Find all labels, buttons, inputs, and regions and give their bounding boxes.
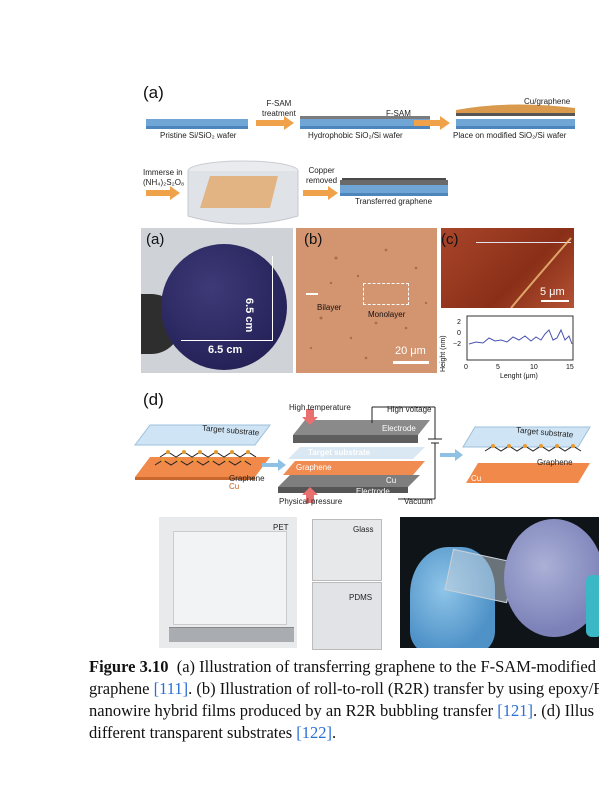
- graphene-left: Graphene: [229, 474, 265, 483]
- copper-removed-line2: removed: [306, 176, 338, 185]
- panel-b-c-letter: (c): [441, 231, 459, 248]
- step3-top-label: Cu/graphene: [524, 97, 571, 106]
- caption-line3-b: . (d) Illus: [533, 701, 594, 720]
- electrode-top: Electrode: [382, 424, 416, 433]
- transferred-graphene-label: Transferred graphene: [355, 197, 433, 206]
- caption-line3-a: nanowire hybrid films produced by an R2R…: [89, 701, 498, 720]
- reference-link-111[interactable]: [111]: [153, 679, 189, 698]
- target-substrate-mid: Target substrate: [308, 448, 371, 457]
- panel-d-letter: (d): [143, 390, 164, 409]
- scale-bar-c: [541, 300, 569, 302]
- ruler: [169, 627, 294, 642]
- plot-xlabel: Lenght (μm): [500, 373, 538, 380]
- monolayer-label: Monolayer: [368, 310, 406, 319]
- high-voltage: High voltage: [387, 405, 432, 414]
- caption-line1: Figure 3.10 (a) Illustration of transfer…: [89, 656, 599, 678]
- plot-xtick-15: 15: [566, 364, 574, 371]
- immerse-line2: (NH₄)₂S₂O₈: [143, 178, 185, 187]
- step3-label: Place on modified SiO₂/Si wafer: [453, 131, 567, 140]
- plot-ytick-neg2: −2: [453, 341, 461, 348]
- step1-label: Pristine Si/SiO₂ wafer: [160, 131, 237, 140]
- pdms-label: PDMS: [349, 593, 373, 602]
- scale-label-c: 5 μm: [540, 286, 565, 298]
- dim-line-vertical: [272, 256, 273, 340]
- dim-label-horizontal: 6.5 cm: [208, 344, 243, 356]
- immerse-label: Immerse in (NH₄)₂S₂O₈: [143, 168, 184, 188]
- afm-edge: [510, 237, 572, 308]
- coated-wafer: [504, 519, 599, 637]
- pet-label: PET: [273, 523, 289, 532]
- panel-a-letter: (a): [143, 83, 164, 102]
- physical-pressure: Physical pressure: [279, 497, 343, 506]
- afm-scan-line: [476, 242, 571, 243]
- caption-line4: different transparent substrates [122].: [89, 722, 599, 744]
- caption-line2-a: graphene: [89, 679, 154, 698]
- caption-line1-text: (a) Illustration of transferring graphen…: [176, 657, 596, 676]
- height-profile-line: [468, 328, 573, 345]
- cu-mid: Cu: [386, 476, 397, 485]
- glove-photo: [400, 517, 599, 648]
- vacuum: Vacuum: [404, 497, 433, 506]
- wafer-disc: [161, 244, 287, 370]
- pdms-photo: PDMS: [312, 582, 382, 650]
- caption-line4-a: different transparent substrates: [89, 723, 297, 742]
- cu-left: Cu: [229, 482, 240, 491]
- plot-xtick-10: 10: [530, 364, 538, 371]
- electrode-bottom: Electrode: [356, 487, 390, 496]
- plot-ytick-2: 2: [457, 319, 461, 326]
- bilayer-label: Bilayer: [317, 303, 342, 312]
- graphene-right: Graphene: [537, 458, 573, 467]
- caption-line2-b: . (b) Illustration of roll-to-roll (R2R)…: [188, 679, 599, 698]
- fsam-treatment-label: F-SAM treatment: [262, 99, 296, 119]
- afm-image: (c): [441, 228, 574, 308]
- reference-link-122[interactable]: [122]: [296, 723, 332, 742]
- process-flow-graphic: [146, 104, 575, 225]
- micrograph-dots: [309, 248, 428, 360]
- pet-photo: PET: [159, 517, 297, 648]
- graphene-mid: Graphene: [296, 463, 332, 472]
- scale-bar-b: [393, 361, 429, 364]
- high-temperature: High temperature: [289, 403, 351, 412]
- figure-caption: Figure 3.10 (a) Illustration of transfer…: [89, 656, 599, 744]
- dim-label-vertical: 6.5 cm: [243, 298, 255, 333]
- copper-removed-line1: Copper: [308, 166, 335, 175]
- glass-photo: Glass: [312, 519, 382, 581]
- glass-label: Glass: [353, 525, 374, 534]
- step2-top-label: F-SAM: [386, 109, 411, 118]
- immerse-line1: Immerse in: [143, 168, 183, 177]
- figure-panel-a-schematic: (a) Pristine Si/SiO₂: [0, 0, 599, 225]
- dim-line-horizontal: [181, 340, 273, 341]
- height-profile-plot: [466, 315, 574, 361]
- caption-line4-b: .: [332, 723, 337, 742]
- step2-label: Hydrophobic SiO₂/Si wafer: [308, 131, 403, 140]
- reference-link-121[interactable]: [121]: [497, 701, 534, 720]
- bilayer-marker: [306, 293, 318, 295]
- monolayer-box: [363, 283, 409, 305]
- electrostatic-transfer-graphic: [134, 406, 591, 503]
- wafer-photo: (a): [141, 228, 293, 373]
- plot-xtick-0: 0: [464, 364, 468, 371]
- fsam-treatment-line1: F-SAM: [266, 99, 292, 108]
- figure-label: Figure 3.10: [89, 657, 169, 676]
- plot-xtick-5: 5: [496, 364, 500, 371]
- optical-micrograph: (b): [296, 228, 437, 373]
- fsam-treatment-line2: treatment: [262, 109, 296, 118]
- scale-label-b: 20 μm: [395, 345, 426, 357]
- cyan-inset: [586, 575, 599, 637]
- plot-ylabel: Height (nm): [440, 335, 447, 372]
- cu-right: Cu: [471, 474, 482, 483]
- panel-b-a-letter: (a): [146, 231, 165, 248]
- panel-b-b-letter: (b): [304, 231, 323, 248]
- caption-line3: nanowire hybrid films produced by an R2R…: [89, 700, 599, 722]
- caption-line2: graphene [111]. (b) Illustration of roll…: [89, 678, 599, 700]
- copper-removed-label: Copper removed: [306, 166, 337, 186]
- plot-ytick-0: 0: [457, 330, 461, 337]
- pet-film: [173, 531, 287, 625]
